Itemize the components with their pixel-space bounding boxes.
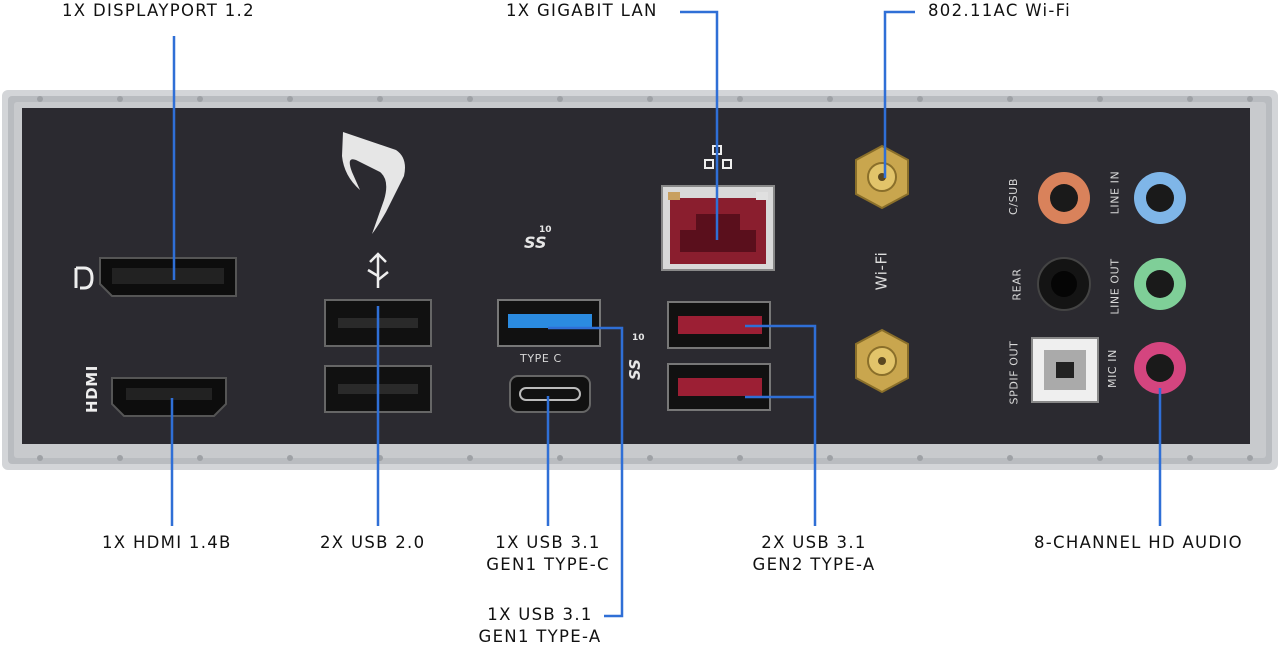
spdif-optical-port[interactable]	[1031, 337, 1099, 403]
callout-usb31-c-line2: GEN1 TYPE-C	[486, 555, 610, 574]
rear-panel-label: REAR	[1010, 268, 1024, 301]
line-out-panel-label: LINE OUT	[1108, 258, 1122, 315]
hdmi-port[interactable]	[111, 377, 227, 417]
superspeed-10-icon-vertical: SS 10	[626, 333, 645, 380]
bracket-screws	[37, 96, 1253, 461]
callout-usb31-gen1-type-c: 1X USB 3.1 GEN1 TYPE-C	[478, 532, 618, 576]
hdmi-panel-label: HDMI	[82, 365, 101, 413]
callout-lan: 1X GIGABIT LAN	[506, 1, 658, 20]
callout-usb31-a-line2: GEN1 TYPE-A	[478, 627, 602, 646]
wifi-panel-label: Wi-Fi	[872, 251, 891, 291]
callout-usb31-gen2-line2: GEN2 TYPE-A	[752, 555, 876, 574]
displayport-icon	[74, 266, 94, 290]
spdif-out-panel-label: SPDIF OUT	[1007, 340, 1021, 405]
ss-10-text-2: 10	[632, 333, 645, 343]
ss-text-2: SS	[626, 359, 644, 380]
leader-wifi	[883, 10, 915, 178]
ss-text-1: SS	[524, 233, 546, 252]
audio-jack-rear[interactable]	[1037, 257, 1091, 311]
callout-hdmi: 1X HDMI 1.4B	[102, 533, 232, 552]
callout-lines	[170, 10, 1162, 618]
superspeed-10-icon: SS 10	[524, 225, 552, 252]
displayport-port[interactable]	[99, 257, 237, 297]
callout-usb31-gen2-line1: 2X USB 3.1	[761, 533, 867, 552]
mic-in-panel-label: MIC IN	[1106, 349, 1119, 388]
usb31-gen1-type-c-port[interactable]	[509, 375, 591, 413]
callout-displayport: 1X DISPLAYPORT 1.2	[62, 1, 255, 20]
audio-jack-line-out[interactable]	[1134, 258, 1186, 310]
wifi-antenna-connector-bottom[interactable]	[855, 328, 909, 394]
usb31-gen1-type-a-port[interactable]	[497, 299, 601, 347]
callout-usb20: 2X USB 2.0	[320, 533, 426, 552]
usb31-gen2-port-bottom[interactable]	[667, 363, 771, 411]
rog-logo	[342, 132, 405, 234]
audio-jack-mic-in[interactable]	[1134, 342, 1186, 394]
c-sub-panel-label: C/SUB	[1006, 178, 1020, 215]
callout-usb31-c-line1: 1X USB 3.1	[495, 533, 601, 552]
type-c-panel-label: TYPE C	[520, 352, 562, 365]
audio-jack-line-in[interactable]	[1134, 172, 1186, 224]
callout-audio: 8-CHANNEL HD AUDIO	[1034, 533, 1243, 552]
line-in-panel-label: LINE IN	[1108, 170, 1122, 215]
callout-wifi: 802.11AC Wi-Fi	[928, 1, 1072, 20]
leader-lan	[680, 10, 719, 240]
leader-usb31-gen2	[745, 324, 817, 526]
callout-usb31-gen1-type-a: 1X USB 3.1 GEN1 TYPE-A	[476, 604, 604, 648]
audio-jack-c-sub[interactable]	[1038, 172, 1090, 224]
ss-10-text-1: 10	[539, 225, 552, 235]
callout-usb31-a-line1: 1X USB 3.1	[487, 605, 593, 624]
usb-icon	[367, 252, 389, 288]
leader-usb31-a	[548, 326, 624, 618]
wifi-antenna-connector-top[interactable]	[855, 144, 909, 210]
callout-usb31-gen2-type-a: 2X USB 3.1 GEN2 TYPE-A	[744, 532, 884, 576]
